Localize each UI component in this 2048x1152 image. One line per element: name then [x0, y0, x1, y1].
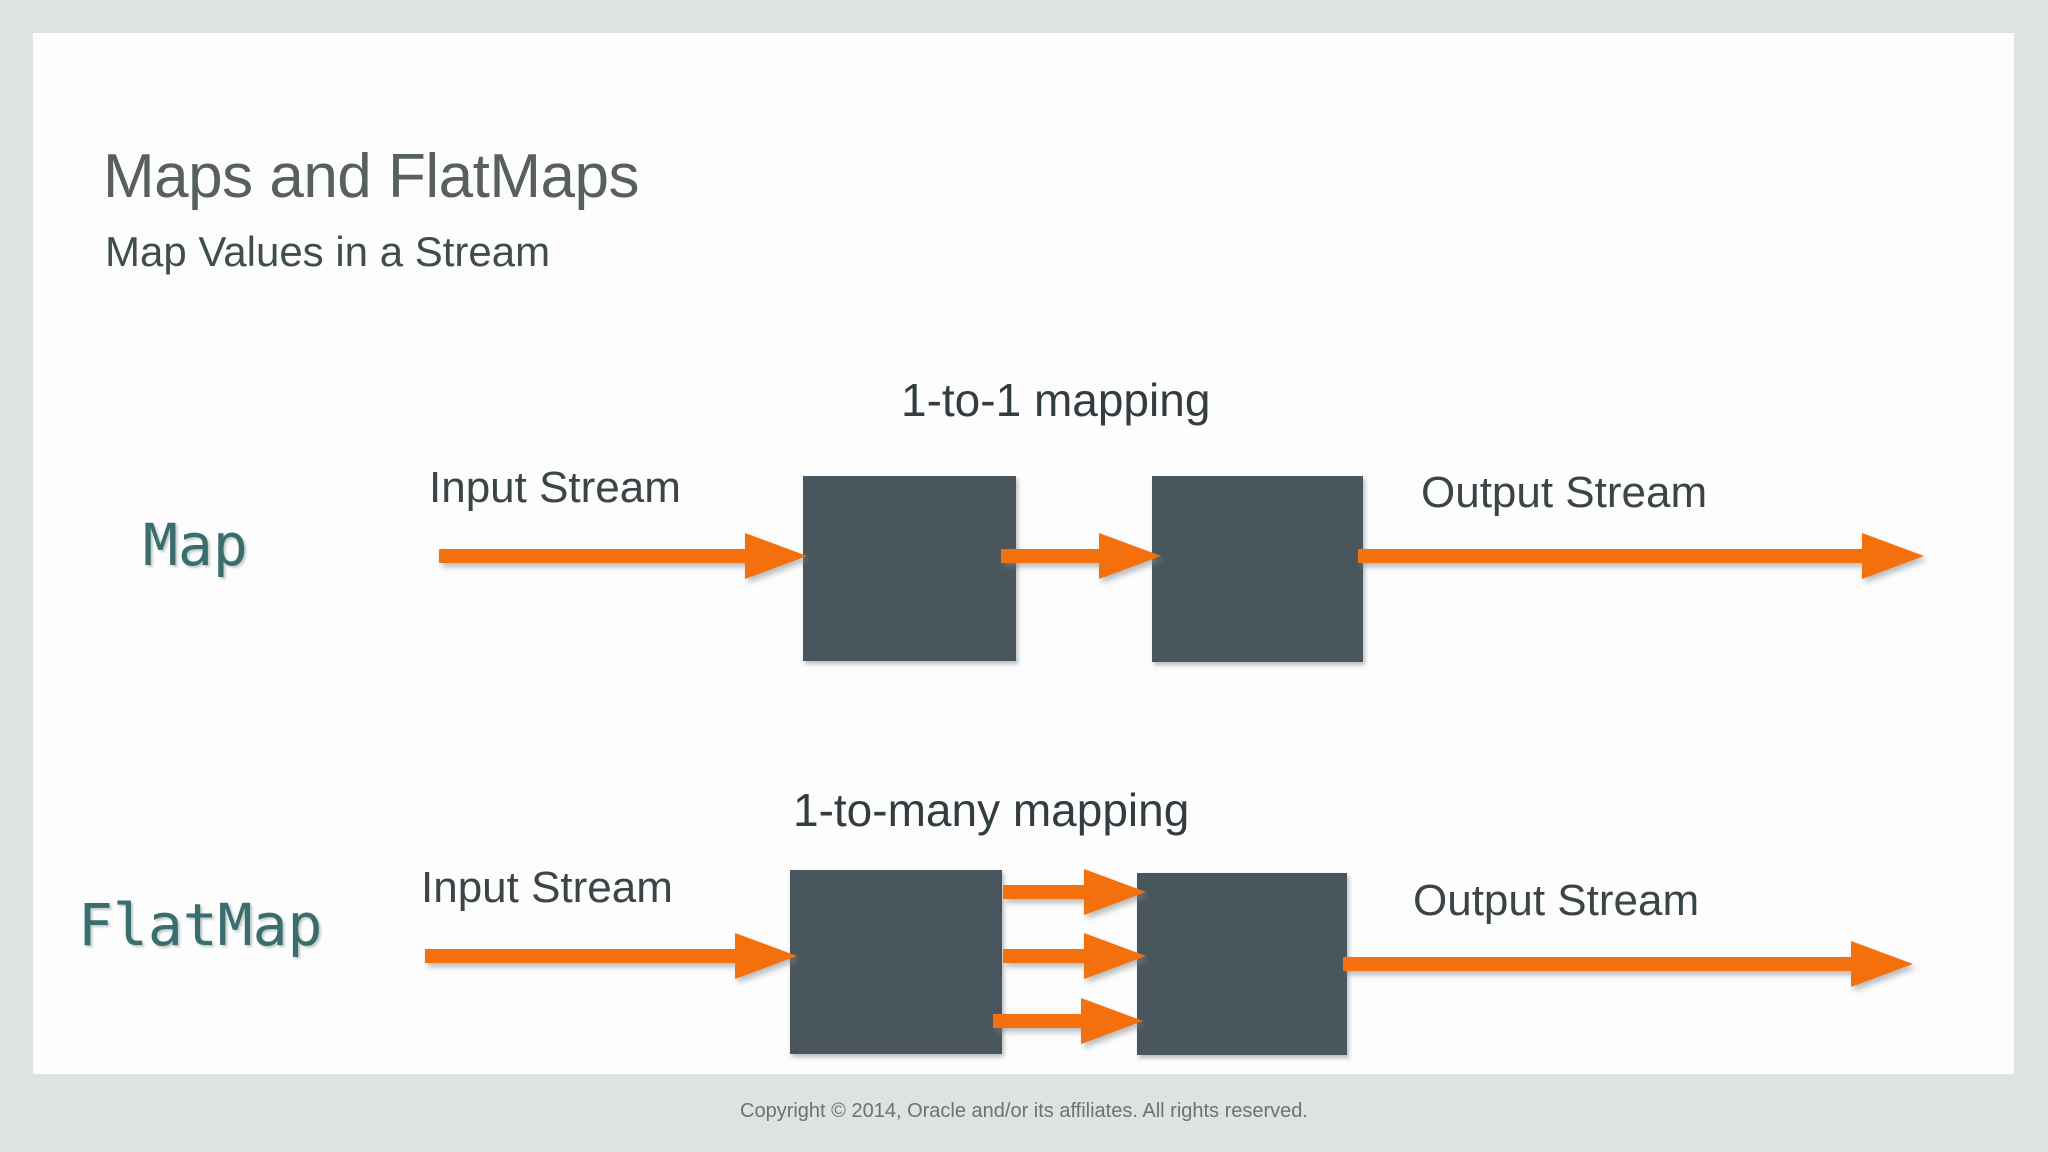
- map-output-stream-label: Output Stream: [1421, 468, 1708, 517]
- row-label-map: Map: [143, 511, 248, 579]
- flatmap-connector-arrow-icon-1: [1003, 869, 1146, 915]
- map-stage-box-1: [803, 476, 1016, 661]
- flatmap-input-arrow-icon: [425, 933, 797, 979]
- flatmap-connector-arrow-icon-3: [993, 998, 1143, 1044]
- slide-canvas: Maps and FlatMaps Map Values in a Stream…: [33, 33, 2014, 1074]
- flatmap-output-arrow-icon: [1343, 941, 1913, 987]
- map-input-arrow-icon: [439, 533, 807, 579]
- flatmap-stage-box-2: [1137, 873, 1347, 1055]
- map-stage-box-2: [1152, 476, 1363, 662]
- caption-one-to-many-mapping: 1-to-many mapping: [793, 784, 1190, 836]
- flatmap-output-stream-label: Output Stream: [1413, 876, 1700, 925]
- page-title: Maps and FlatMaps: [103, 142, 639, 211]
- flatmap-stage-box-1: [790, 870, 1002, 1054]
- copyright-footer: Copyright © 2014, Oracle and/or its affi…: [740, 1100, 1308, 1122]
- flatmap-connector-arrow-icon-2: [1003, 933, 1146, 979]
- page-subtitle: Map Values in a Stream: [105, 228, 551, 275]
- caption-one-to-one-mapping: 1-to-1 mapping: [901, 374, 1211, 426]
- map-connector-arrow-icon: [1001, 533, 1161, 579]
- map-output-arrow-icon: [1358, 533, 1924, 579]
- map-input-stream-label: Input Stream: [429, 463, 681, 512]
- row-label-flatmap: FlatMap: [78, 891, 323, 959]
- flatmap-input-stream-label: Input Stream: [421, 863, 673, 912]
